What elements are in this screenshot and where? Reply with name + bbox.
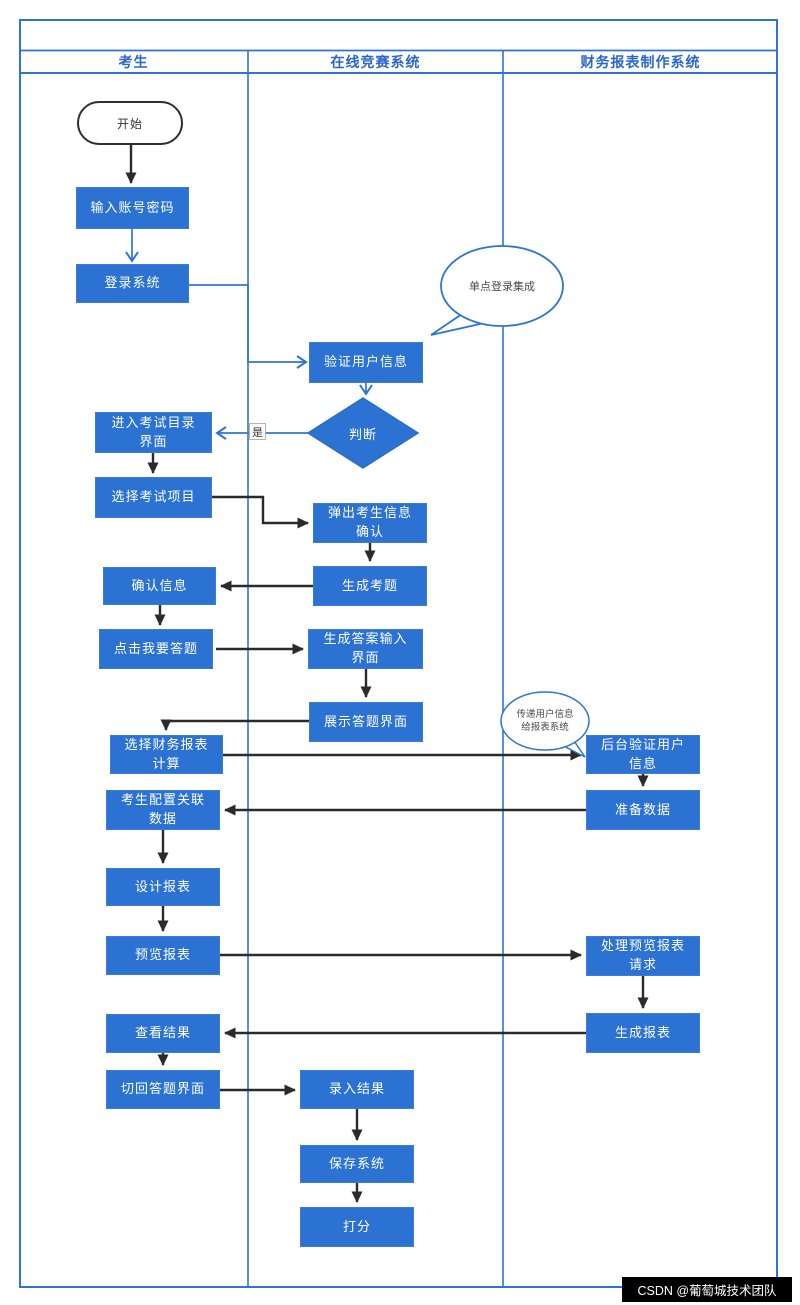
lane-header-candidate: 考生 <box>118 53 149 70</box>
node-confirm-info: 确认信息 <box>103 567 216 605</box>
pass-info-text: 传递用户信息 给报表系统 <box>516 708 574 733</box>
node-preview-report: 预览报表 <box>106 936 220 975</box>
black-connectors <box>125 145 649 1203</box>
sso-callout-ellipse <box>440 245 564 327</box>
judge-diamond-shape <box>306 397 420 469</box>
node-select-financial-report-calc: 选择财务报表 计算 <box>110 735 223 774</box>
node-enter-exam-directory: 进入考试目录 界面 <box>95 412 212 453</box>
node-view-result: 查看结果 <box>106 1014 220 1053</box>
node-click-to-answer: 点击我要答题 <box>99 629 213 669</box>
node-candidate-config-data: 考生配置关联 数据 <box>106 790 220 830</box>
node-backend-verify-user: 后台验证用户 信息 <box>586 735 700 774</box>
node-generate-questions: 生成考题 <box>313 566 427 606</box>
node-show-answer-ui: 展示答题界面 <box>309 702 423 742</box>
node-handle-preview-request: 处理预览报表 请求 <box>586 936 700 976</box>
swimlane-outer-border <box>19 19 778 1288</box>
csdn-watermark: CSDN @葡萄城技术团队 <box>622 1277 792 1302</box>
sso-callout-bubble <box>430 245 564 336</box>
node-design-report: 设计报表 <box>106 868 220 906</box>
node-verify-user: 验证用户信息 <box>309 342 423 383</box>
connector-login-to-verifyuser <box>189 284 308 369</box>
node-switch-back-answer-ui: 切回答题界面 <box>106 1070 220 1109</box>
node-score: 打分 <box>300 1207 414 1247</box>
node-generate-answer-input-ui: 生成答案输入 界面 <box>308 629 423 669</box>
pass-info-bubble <box>500 691 590 758</box>
connector-showanswer-to-fincalc <box>160 719 309 731</box>
node-save-system: 保存系统 <box>300 1145 414 1183</box>
sso-callout-text: 单点登录集成 <box>469 281 535 293</box>
lane-header-online-competition-system: 在线竞赛系统 <box>330 53 421 70</box>
node-prepare-data: 准备数据 <box>586 790 700 830</box>
node-generate-report: 生成报表 <box>586 1013 700 1053</box>
pass-info-ellipse <box>500 691 590 751</box>
lane-header-financial-report-system: 财务报表制作系统 <box>580 53 701 70</box>
node-select-exam-item: 选择考试项目 <box>95 477 212 518</box>
node-input-account: 输入账号密码 <box>76 187 189 229</box>
node-enter-result: 录入结果 <box>300 1070 414 1109</box>
yes-branch-label: 是 <box>249 423 266 440</box>
node-judge-label: 判断 <box>348 426 377 442</box>
node-login: 登录系统 <box>76 264 189 303</box>
node-popup-candidate-confirm: 弹出考生信息 确认 <box>313 503 427 543</box>
node-start: 开始 <box>77 101 183 145</box>
connector-selectexam-to-popup <box>212 495 309 529</box>
